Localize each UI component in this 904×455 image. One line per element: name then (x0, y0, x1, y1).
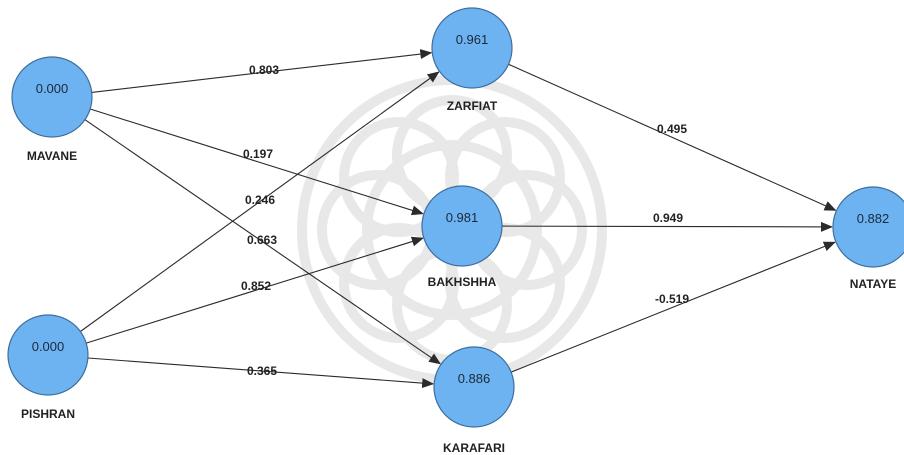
edge-coefficient-mavane-karafari: 0.663 (247, 233, 277, 247)
node-circle-zarfiat[interactable] (431, 7, 513, 89)
node-label-pishran: PISHRAN (21, 407, 75, 421)
edge-mavane-zarfiat (91, 49, 433, 93)
edge-coefficient-zarfiat-natayej: 0.495 (657, 122, 687, 136)
node-label-zarfiat: ZARFIAT (447, 99, 498, 113)
node-value-karafari: 0.886 (458, 371, 491, 386)
node-value-bakhshha: 0.981 (446, 210, 479, 225)
edge-coefficient-pishran-zarfiat: 0.246 (245, 193, 275, 207)
edge-mavane-karafari (84, 119, 442, 365)
node-circle-pishran[interactable] (7, 314, 89, 396)
nodes-layer: 0.000MAVANE0.000PISHRAN0.961ZARFIAT0.981… (7, 7, 904, 455)
node-value-pishran: 0.000 (32, 339, 65, 354)
edge-coefficient-mavane-bakhshha: 0.197 (243, 147, 273, 161)
node-value-mavane: 0.000 (36, 81, 69, 96)
edge-pishran-bakhshha (86, 236, 424, 344)
node-label-karafari: KARAFARI (443, 441, 505, 455)
node-value-zarfiat: 0.961 (456, 32, 489, 47)
edge-pishran-zarfiat (80, 71, 440, 332)
node-circle-karafari[interactable] (433, 346, 515, 428)
edge-mavane-bakhshha (90, 108, 424, 216)
edge-coefficient-pishran-bakhshha: 0.852 (241, 279, 271, 293)
edge-pishran-karafari (87, 357, 435, 389)
edges-layer (80, 49, 837, 389)
edge-coefficient-bakhshha-natayej: 0.949 (653, 211, 683, 225)
edge-coefficient-mavane-zarfiat: 0.803 (249, 63, 279, 77)
edge-karafari-natayej (510, 241, 836, 373)
edge-bakhshha-natayej (501, 221, 833, 232)
node-label-bakhshha: BAKHSHHA (428, 275, 497, 289)
node-label-mavane: MAVANE (27, 149, 77, 163)
edge-coefficient-karafari-natayej: -0.519 (655, 292, 689, 306)
node-circle-bakhshha[interactable] (421, 185, 503, 267)
edge-zarfiat-natayej (508, 63, 837, 211)
node-circle-mavane[interactable] (11, 56, 93, 138)
node-label-natayej: NATAYE (850, 277, 896, 291)
edge-coefficient-pishran-karafari: 0.365 (247, 364, 277, 378)
node-circle-natayej[interactable] (832, 186, 904, 268)
edge-labels-layer: 0.803 0.197 0.663 0.246 0.852 0.365 0.495 0.949… (241, 63, 689, 378)
node-value-natayej: 0.882 (857, 211, 890, 226)
